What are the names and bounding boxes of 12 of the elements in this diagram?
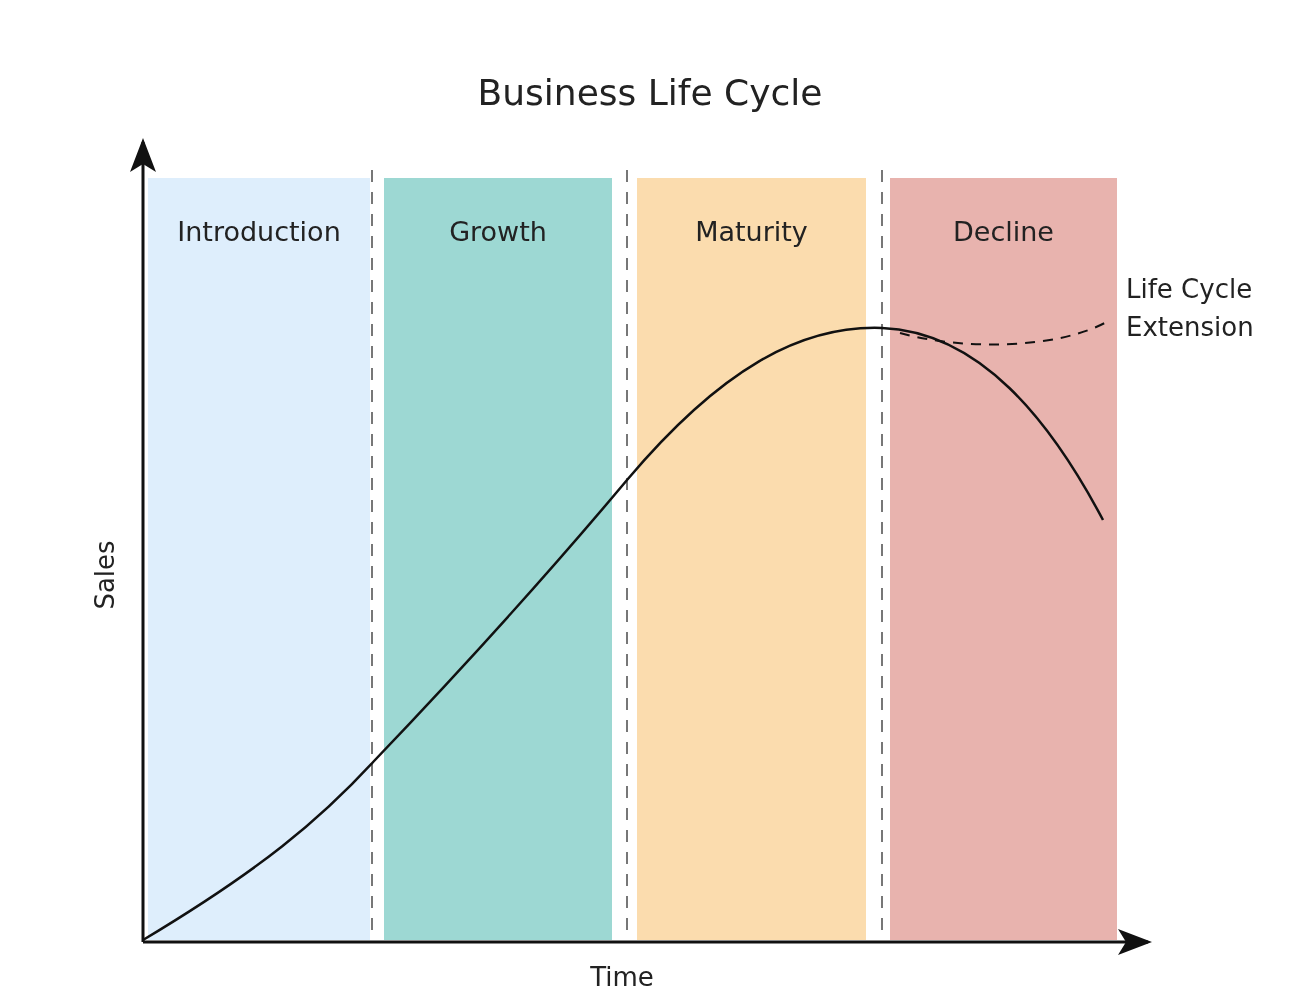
phase-band <box>384 178 612 940</box>
chart-title: Business Life Cycle <box>476 72 824 113</box>
phase-label: Growth <box>448 216 548 247</box>
phase-label: Maturity <box>694 216 809 247</box>
phase-band <box>148 178 370 940</box>
phase-band <box>637 178 866 940</box>
annotation-text: Life Cycle Extension <box>1126 273 1255 344</box>
phase-band <box>890 178 1117 940</box>
phase-label: Decline <box>952 216 1055 247</box>
axis-title: Time <box>589 962 655 992</box>
axis-title: Sales <box>90 539 120 612</box>
phase-label: Introduction <box>176 216 342 247</box>
